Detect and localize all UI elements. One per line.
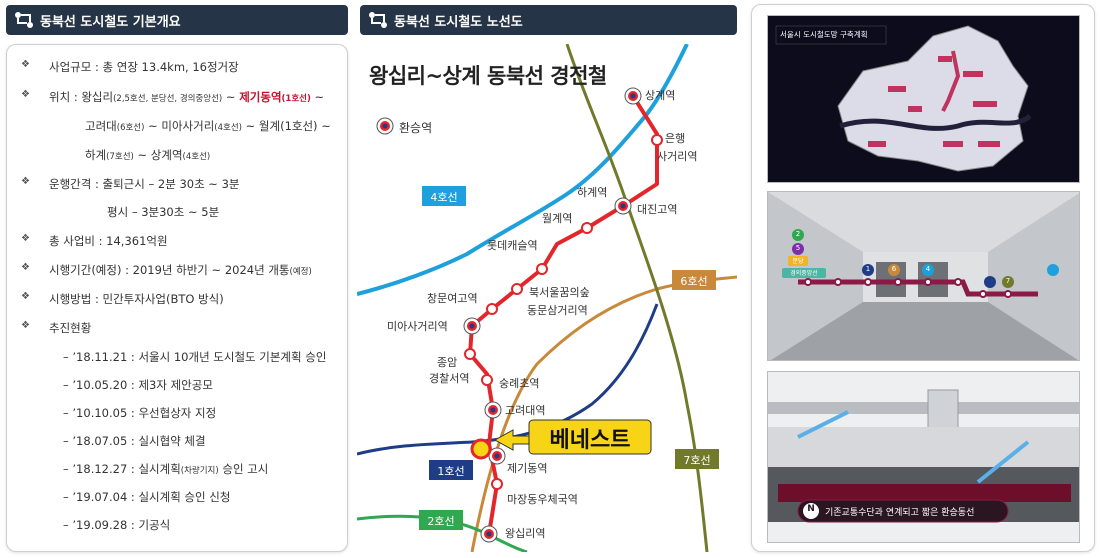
line-4-path — [357, 44, 689, 296]
bullet-diamond-icon: ❖ — [21, 262, 30, 273]
overview-header: 동북선 도시철도 기본개요 — [6, 5, 348, 35]
tag-line-6: 6 — [891, 265, 897, 273]
station-label-majang: 마장동우체국역 — [507, 493, 578, 506]
transfer-station-markers — [463, 87, 642, 543]
station-label-hagye: 하계역 — [577, 186, 608, 199]
overview-card: ❖ 사업규모 : 총 연장 13.4km, 16정거장 ❖ 위치 : 왕십리(2… — [6, 44, 348, 552]
tag-gyeongui: 경의중앙선 — [790, 270, 818, 277]
legend-label: 환승역 — [399, 121, 433, 135]
station-label-daejin: 대진고역 — [637, 203, 678, 216]
tag-bundang: 분당 — [792, 258, 804, 265]
tag-line-5: 5 — [795, 244, 801, 252]
station-label-sungrye: 숭례초역 — [499, 377, 540, 390]
station-label-cheongmun: 창문여고역 — [427, 292, 478, 305]
line-label-2: 2호선 — [427, 515, 455, 528]
station-interior-svg — [768, 192, 1079, 360]
overview-item-method: 시행방법 : 민간투자사업(BTO 방식) — [49, 292, 224, 306]
venest-location-dot — [470, 438, 492, 460]
overview-item-cost: 총 사업비 : 14,361억원 — [49, 234, 168, 248]
history-item: – ’19.07.04 : 실시계획 승인 신청 — [63, 490, 231, 504]
tag-line-1: 1 — [865, 265, 871, 273]
map-title: 왕십리~상계 동북선 경전철 — [369, 64, 607, 88]
station-label-jongam: 종암 — [437, 356, 458, 369]
station-interior-image: 2 5 분당 경의중앙선 1 6 4 7 — [767, 191, 1080, 361]
route-map-title: 동북선 도시철도 노선도 — [394, 14, 523, 30]
history-item: – ’18.11.21 : 서울시 10개년 도시철도 기본계획 승인 — [63, 350, 327, 364]
overview-item-period: 시행기간(예정) : 2019년 하반기 ~ 2024년 개통(예정) — [49, 263, 312, 277]
overview-item-interval-normal: 평시 – 3분30초 ~ 5분 — [107, 205, 220, 219]
route-map-svg — [357, 44, 737, 552]
venest-marker-label: 베네스트 — [549, 428, 631, 453]
bullet-diamond-icon: ❖ — [21, 233, 30, 244]
station-label-bukseoul-2: 동문삼거리역 — [527, 304, 588, 317]
station-label-wolgye: 월계역 — [542, 212, 573, 225]
seoul-network-image: 서울시 도시철도망 구축계획 — [767, 15, 1080, 183]
overview-title: 동북선 도시철도 기본개요 — [40, 14, 181, 30]
station-label-jongam-2: 경찰서역 — [429, 372, 470, 385]
bullet-diamond-icon: ❖ — [21, 89, 30, 100]
station-label-sanggye: 상계역 — [645, 89, 676, 102]
history-item: – ’19.09.28 : 기공식 — [63, 518, 171, 532]
bullet-diamond-icon: ❖ — [21, 291, 30, 302]
station-label-korea: 고려대역 — [505, 404, 546, 417]
history-item: – ’18.12.27 : 실시계획(차량기지) 승인 고시 — [63, 462, 269, 476]
transfer-structure-image: N 기존교통수단과 연계되고 짧은 환승동선 — [767, 371, 1080, 543]
seoul-map-caption: 서울시 도시철도망 구축계획 — [780, 30, 868, 39]
history-item: – ’10.10.05 : 우선협상자 지정 — [63, 406, 217, 420]
station-label-jegi: 제기동역 — [507, 462, 548, 475]
transfer-badge-icon: N — [807, 504, 815, 514]
tag-line-2: 2 — [795, 230, 801, 238]
dongbuk-line-path — [468, 94, 659, 535]
route-icon — [369, 12, 387, 28]
visualization-card: 서울시 도시철도망 구축계획 2 5 — [751, 4, 1095, 552]
overview-item-location-line2: 고려대(6호선) ~ 미아사거리(4호선) ~ 월계(1호선) ~ — [85, 119, 331, 133]
route-icon — [15, 12, 33, 28]
station-label-lotte: 롯데캐슬역 — [487, 239, 538, 252]
tag-line-7: 7 — [1005, 277, 1011, 285]
station-markers — [464, 134, 663, 490]
line-label-7: 7호선 — [683, 454, 711, 467]
line-label-1: 1호선 — [437, 465, 465, 478]
bullet-diamond-icon: ❖ — [21, 176, 30, 187]
tag-line-4: 4 — [925, 265, 931, 273]
line-label-6: 6호선 — [680, 275, 708, 288]
bullet-diamond-icon: ❖ — [21, 320, 30, 331]
legend-transfer-icon — [376, 117, 394, 135]
overview-item-interval: 운행간격 : 출퇴근시 – 2분 30초 ~ 3분 — [49, 177, 240, 191]
overview-item-scale: 사업규모 : 총 연장 13.4km, 16정거장 — [49, 60, 239, 74]
seoul-map-svg — [775, 25, 1032, 172]
route-map: 왕십리~상계 동북선 경전철 환승역 4호선 6호선 7호선 1호선 2호선 상… — [357, 44, 737, 552]
station-label-bukseoul: 북서울꿈의숲 — [529, 286, 590, 299]
overview-item-progress: 추진현황 — [49, 321, 92, 335]
line-label-4: 4호선 — [430, 191, 458, 204]
station-label-wangsimni: 왕십리역 — [505, 527, 546, 540]
transfer-structure-svg — [768, 372, 1079, 542]
transfer-caption: 기존교통수단과 연계되고 짧은 환승동선 — [825, 508, 975, 518]
bullet-diamond-icon: ❖ — [21, 59, 30, 70]
overview-item-location-line3: 하계(7호선) ~ 상계역(4호선) — [85, 148, 211, 162]
history-item: – ’18.07.05 : 실시협약 체결 — [63, 434, 206, 448]
line-7-path — [565, 44, 709, 552]
history-item: – ’10.05.20 : 제3자 제안공모 — [63, 378, 213, 392]
route-map-header: 동북선 도시철도 노선도 — [360, 5, 737, 35]
line-2-path — [357, 514, 528, 552]
station-label-eunhaeng: 은행 — [665, 132, 686, 145]
station-label-miasageori: 미아사거리역 — [387, 320, 448, 333]
overview-item-location: 위치 : 왕십리(2,5호선, 분당선, 경의중앙선) ~ 제기동역(1호선) … — [49, 90, 325, 104]
station-label-eunhaeng-2: 사거리역 — [657, 150, 698, 163]
